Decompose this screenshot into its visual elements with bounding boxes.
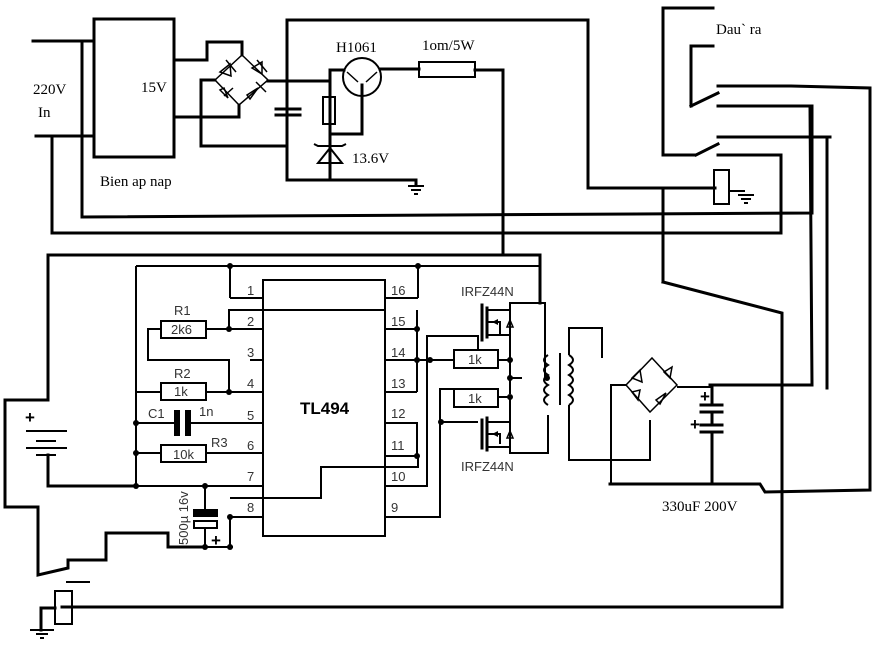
zener-label: 13.6V (352, 151, 389, 167)
capacitor-c1 (174, 410, 191, 436)
r3-value: 10k (173, 447, 194, 462)
battery-plus-label: + (25, 408, 35, 427)
output-cap-label: 330uF 200V (662, 499, 738, 515)
resistor-r2 (160, 382, 207, 401)
pin-10: 10 (391, 469, 405, 484)
junction-dots (133, 263, 550, 550)
transformer-secondary-label: 15V (141, 80, 167, 96)
pin-12: 12 (391, 406, 405, 421)
gate-r-bottom-label: 1k (468, 391, 482, 406)
r2-name: R2 (174, 366, 191, 381)
mosfet-bottom (480, 397, 549, 454)
resistor-r1 (160, 320, 207, 339)
bridge-rectifier-output (610, 356, 712, 484)
series-resistor-label: 1om/5W (422, 38, 475, 54)
pin-14: 14 (391, 345, 405, 360)
output-relay-contacts (50, 6, 872, 494)
pin-6: 6 (247, 438, 254, 453)
pin-16: 16 (391, 283, 405, 298)
cap-500u-plus: + (211, 531, 221, 550)
mosfet-top-label: IRFZ44N (461, 284, 514, 299)
pin-9: 9 (391, 500, 398, 515)
transformer-name-label: Bien ap nap (100, 174, 172, 190)
c1-name: C1 (148, 406, 165, 421)
pin-11: 11 (391, 438, 405, 453)
input-voltage-label: 220V (33, 82, 67, 98)
r3-name: R3 (211, 435, 228, 450)
tl494-left-network (136, 309, 419, 548)
output-label: Dau` ra (716, 22, 762, 38)
pin-8: 8 (247, 500, 254, 515)
transistor-label: H1061 (336, 40, 377, 56)
relay-coil (713, 169, 730, 205)
pin-4: 4 (247, 376, 254, 391)
ground-icon (408, 178, 424, 195)
pin-15: 15 (391, 314, 405, 329)
charger-transformer (92, 17, 176, 159)
chip-label: TL494 (300, 399, 350, 418)
cap-plus-2: + (690, 415, 700, 434)
pin-3: 3 (247, 345, 254, 360)
pin-2: 2 (247, 314, 254, 329)
output-capacitors (699, 385, 724, 486)
pin-13: 13 (391, 376, 405, 391)
tl494-right-network (385, 310, 479, 518)
r2-value: 1k (174, 384, 188, 399)
bridge-rectifier-charger (172, 18, 332, 182)
capacitor-500u (193, 509, 218, 529)
resistor-r3 (160, 444, 207, 463)
bias-resistor (322, 96, 336, 125)
ground-icon (729, 190, 754, 204)
pin-5: 5 (247, 408, 254, 423)
gate-r-top-label: 1k (468, 352, 482, 367)
cap-500u-label: 500µ 16v (176, 491, 191, 545)
r1-value: 2k6 (171, 322, 192, 337)
power-switch-relay (30, 581, 90, 639)
input-label: In (38, 105, 51, 121)
power-transformer (543, 327, 651, 461)
mains-input (31, 39, 95, 235)
mosfet-top (480, 302, 546, 394)
tl494-chip (262, 279, 386, 537)
zener-diode (313, 143, 347, 164)
relay-feed-wire (285, 18, 717, 190)
r1-name: R1 (174, 303, 191, 318)
mosfet-bottom-label: IRFZ44N (461, 459, 514, 474)
filter-capacitor-charger (274, 107, 302, 117)
pin-1: 1 (247, 283, 254, 298)
tl494-rails (135, 265, 540, 486)
series-resistor-1ohm (418, 61, 476, 78)
c1-value: 1n (199, 404, 213, 419)
pin-7: 7 (247, 469, 254, 484)
battery (26, 430, 138, 488)
cap-plus-1: + (700, 387, 710, 406)
